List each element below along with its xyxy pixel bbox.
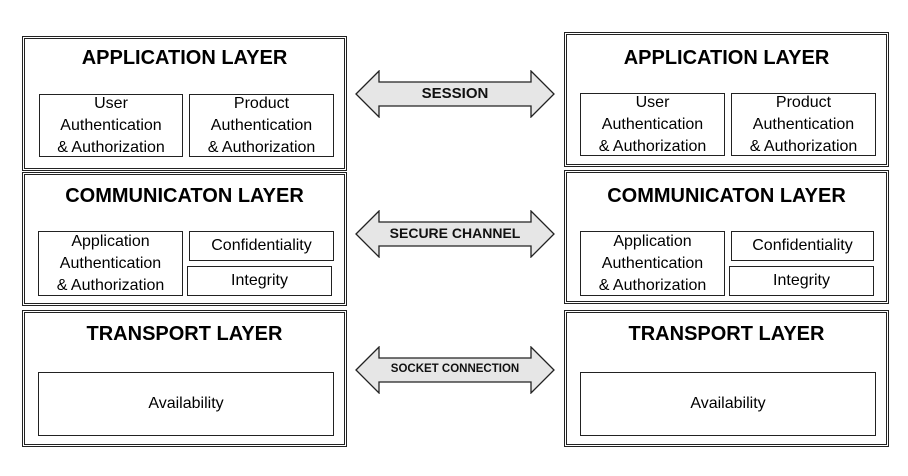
double-arrow-icon (355, 346, 555, 394)
right-communication-layer: COMMUNICATON LAYER Application Authentic… (564, 170, 889, 304)
box-line: User (635, 93, 670, 111)
double-arrow-icon (355, 70, 555, 118)
socket-connection-arrow: SOCKET CONNECTION (355, 346, 555, 394)
secure-channel-arrow: SECURE CHANNEL (355, 210, 555, 258)
layer-title: APPLICATION LAYER (623, 47, 830, 69)
layer-title: COMMUNICATON LAYER (65, 185, 304, 207)
left-transport-layer: TRANSPORT LAYER Availability (22, 310, 347, 447)
double-arrow-icon (355, 210, 555, 258)
right-application-layer: APPLICATION LAYER User Authentication & … (564, 32, 889, 167)
integrity-box: Integrity (729, 266, 874, 296)
box-line: & Authorization (749, 137, 858, 155)
box-line: Authentication (210, 116, 313, 134)
layer-title: TRANSPORT LAYER (86, 323, 283, 345)
user-auth-box: User Authentication & Authorization (39, 94, 183, 157)
socket-connection-label: SOCKET CONNECTION (390, 363, 520, 375)
user-auth-box: User Authentication & Authorization (580, 93, 725, 156)
box-line: User (94, 94, 128, 112)
box-line: & Authorization (56, 276, 165, 294)
session-label: SESSION (421, 85, 489, 102)
session-arrow: SESSION (355, 70, 555, 118)
product-auth-box: Product Authentication & Authorization (189, 94, 334, 157)
layer-title: TRANSPORT LAYER (628, 323, 825, 345)
product-auth-box: Product Authentication & Authorization (731, 93, 876, 156)
integrity-box: Integrity (187, 266, 332, 296)
box-line: Product (233, 94, 290, 112)
box-line: & Authorization (207, 138, 316, 156)
box-line: Integrity (231, 272, 288, 289)
box-line: & Authorization (57, 138, 165, 156)
box-line: & Authorization (598, 137, 707, 155)
box-line: Integrity (773, 272, 830, 289)
availability-box: Availability (38, 372, 334, 436)
box-line: Authentication (601, 115, 704, 133)
layer-title: APPLICATION LAYER (81, 47, 288, 69)
app-auth-box: Application Authentication & Authorizati… (38, 231, 183, 296)
secure-channel-label: SECURE CHANNEL (389, 225, 521, 241)
app-auth-box: Application Authentication & Authorizati… (580, 231, 725, 296)
box-line: Product (775, 93, 832, 111)
layer-title: COMMUNICATON LAYER (607, 185, 846, 207)
left-application-layer: APPLICATION LAYER User Authentication & … (22, 36, 347, 171)
box-line: Confidentiality (211, 237, 312, 254)
box-line: Availability (690, 395, 766, 412)
confidentiality-box: Confidentiality (731, 231, 874, 261)
box-line: Application (71, 232, 150, 250)
box-line: Authentication (60, 116, 162, 134)
box-line: Authentication (601, 254, 704, 272)
box-line: & Authorization (598, 276, 707, 294)
right-transport-layer: TRANSPORT LAYER Availability (564, 310, 889, 447)
confidentiality-box: Confidentiality (189, 231, 334, 261)
box-line: Availability (148, 395, 224, 412)
box-line: Authentication (59, 254, 162, 272)
left-communication-layer: COMMUNICATON LAYER Application Authentic… (22, 172, 347, 306)
availability-box: Availability (580, 372, 876, 436)
box-line: Authentication (752, 115, 855, 133)
box-line: Confidentiality (752, 237, 853, 254)
box-line: Application (613, 232, 692, 250)
